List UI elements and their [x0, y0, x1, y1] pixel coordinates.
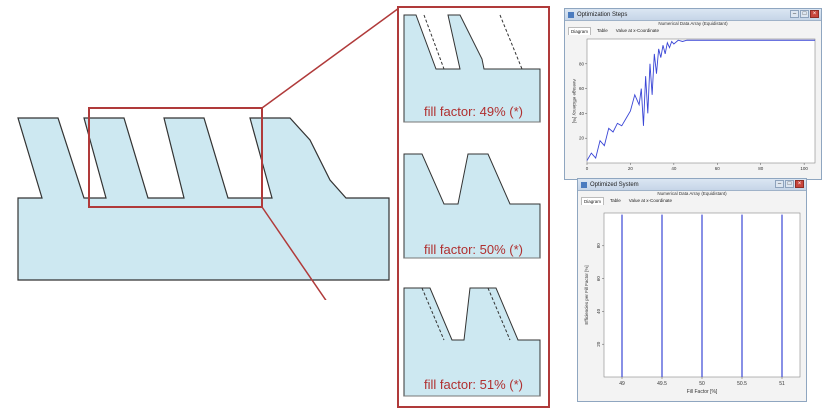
- plot-title: Numerical Data Array (Equidistant): [658, 21, 728, 26]
- maximize-button[interactable]: □: [800, 10, 809, 18]
- y-tick-label: 20: [579, 136, 585, 141]
- x-tick-label: 51: [779, 381, 785, 387]
- zoom-highlight-box: [88, 107, 263, 208]
- fill-factor-label-50: fill factor: 50% (*): [424, 242, 523, 257]
- grating-structure: [17, 117, 390, 281]
- close-button[interactable]: ×: [795, 180, 804, 188]
- maximize-button[interactable]: □: [785, 180, 794, 188]
- fill-factor-label-49: fill factor: 49% (*): [424, 104, 523, 119]
- efficiency-series-line: [586, 39, 815, 161]
- plot-title: Numerical Data Array (Equidistant): [657, 191, 727, 196]
- grating-diagram: [17, 7, 400, 300]
- y-axis-label: Efficiencies per Fill Factor [%]: [584, 265, 589, 324]
- window-titlebar[interactable]: Optimization Steps – □ ×: [565, 9, 821, 21]
- app-icon: [568, 12, 574, 18]
- window-optimized-system: Optimized System – □ × Numerical Data Ar…: [577, 178, 807, 402]
- tab-table[interactable]: Table: [597, 28, 608, 33]
- y-tick-label: 60: [596, 276, 601, 282]
- y-axis-label: Average efficiency [%]: [572, 79, 577, 123]
- dashed-edge: [499, 14, 523, 70]
- tab-bar: Diagram Table Value at x-Coordinate: [578, 197, 806, 205]
- window-title: Optimized System: [590, 182, 639, 188]
- app-icon: [581, 182, 587, 188]
- y-tick-label: 60: [579, 86, 585, 91]
- zoom-connector-top: [261, 7, 400, 109]
- x-tick-label: 0: [586, 166, 589, 171]
- window-titlebar[interactable]: Optimized System – □ ×: [578, 179, 806, 191]
- zoom-panel-51: [403, 287, 541, 397]
- x-tick-label: 50.5: [737, 381, 747, 387]
- tab-diagram[interactable]: Diagram: [568, 27, 592, 35]
- x-tick-label: 20: [628, 166, 634, 171]
- dashed-edge: [421, 287, 445, 341]
- x-tick-label: 49.5: [657, 381, 667, 387]
- x-tick-label: 40: [671, 166, 677, 171]
- y-tick-label: 80: [596, 243, 601, 249]
- y-tick-label: 80: [579, 61, 585, 66]
- fill-factor-label-51: fill factor: 51% (*): [424, 377, 523, 392]
- tab-diagram[interactable]: Diagram: [581, 197, 605, 205]
- substrate: [17, 117, 390, 281]
- x-tick-label: 60: [715, 166, 721, 171]
- y-tick-label: 40: [579, 111, 585, 116]
- y-tick-label: 40: [596, 308, 601, 314]
- tab-bar: Diagram Table Value at x-Coordinate: [565, 27, 821, 35]
- window-optimization-steps: Optimization Steps – □ × Numerical Data …: [564, 8, 822, 180]
- x-tick-label: 49: [619, 381, 625, 387]
- y-tick-label: 20: [596, 341, 601, 347]
- dashed-edge: [423, 14, 445, 70]
- x-tick-label: 50: [699, 381, 705, 387]
- tab-value[interactable]: Value at x-Coordinate: [628, 198, 672, 203]
- zoom-connector-bottom: [261, 206, 327, 300]
- window-title: Optimization Steps: [577, 12, 628, 18]
- plot-area: [586, 38, 816, 164]
- close-button[interactable]: ×: [810, 10, 819, 18]
- x-axis-label: Fill Factor [%]: [687, 389, 718, 395]
- minimize-button[interactable]: –: [775, 180, 784, 188]
- tab-value[interactable]: Value at x-Coordinate: [615, 28, 659, 33]
- zoom-panel-50: [403, 153, 541, 259]
- minimize-button[interactable]: –: [790, 10, 799, 18]
- x-tick-label: 100: [800, 166, 808, 171]
- zoom-panel-49: [403, 14, 541, 123]
- tab-table[interactable]: Table: [610, 198, 621, 203]
- x-tick-label: 80: [758, 166, 764, 171]
- dashed-edge: [487, 287, 511, 341]
